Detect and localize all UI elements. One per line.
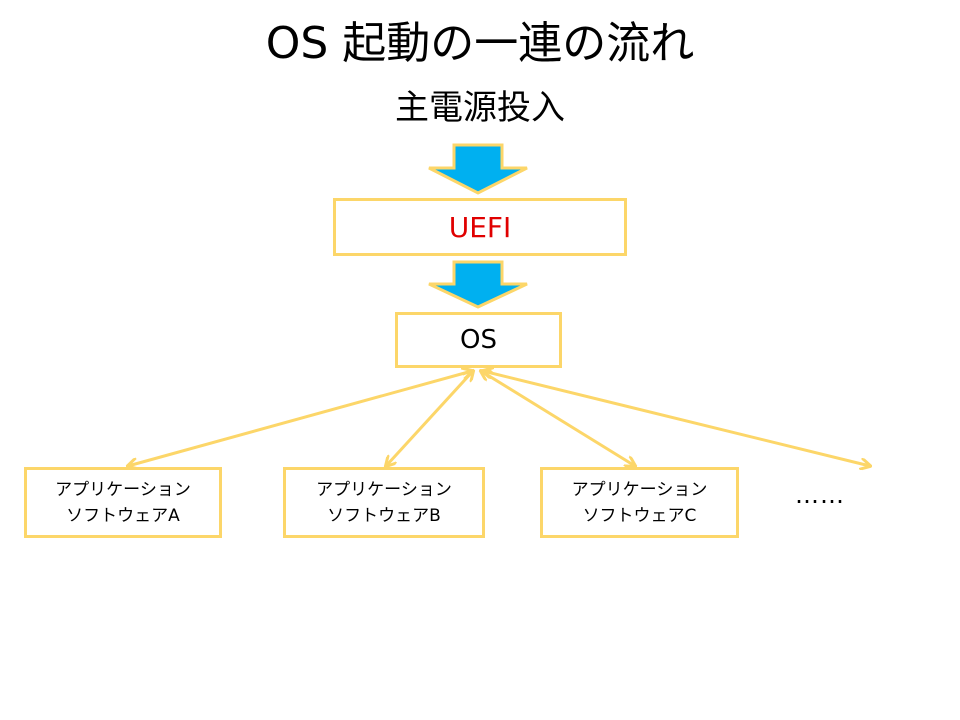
page-title: OS 起動の一連の流れ	[265, 18, 695, 69]
uefi-label: UEFI	[448, 210, 512, 244]
connector-os-app-a	[128, 371, 472, 466]
app-b-line2: ソフトウェアB	[327, 505, 441, 526]
app-a-line1: アプリケーション	[55, 479, 191, 500]
app-a-line2: ソフトウェアA	[66, 505, 180, 526]
power-on-label: 主電源投入	[395, 88, 565, 128]
app-c-line2: ソフトウェアC	[582, 505, 697, 526]
connector-os-app-b	[386, 371, 473, 466]
app-box-a: アプリケーション ソフトウェアA	[24, 467, 222, 538]
uefi-box: UEFI	[333, 198, 627, 256]
os-label: OS	[460, 325, 497, 355]
app-c-line1: アプリケーション	[571, 479, 708, 500]
app-box-b: アプリケーション ソフトウェアB	[283, 467, 485, 538]
app-box-c: アプリケーション ソフトウェアC	[540, 467, 739, 538]
connector-os-more	[483, 371, 870, 466]
flow-arrow-uefi-to-os	[428, 260, 528, 309]
app-b-line1: アプリケーション	[316, 479, 452, 500]
more-apps-ellipsis: ……	[795, 481, 845, 509]
connector-os-app-c	[481, 371, 635, 466]
os-box: OS	[395, 312, 562, 368]
flow-arrow-power-to-uefi	[428, 143, 528, 195]
